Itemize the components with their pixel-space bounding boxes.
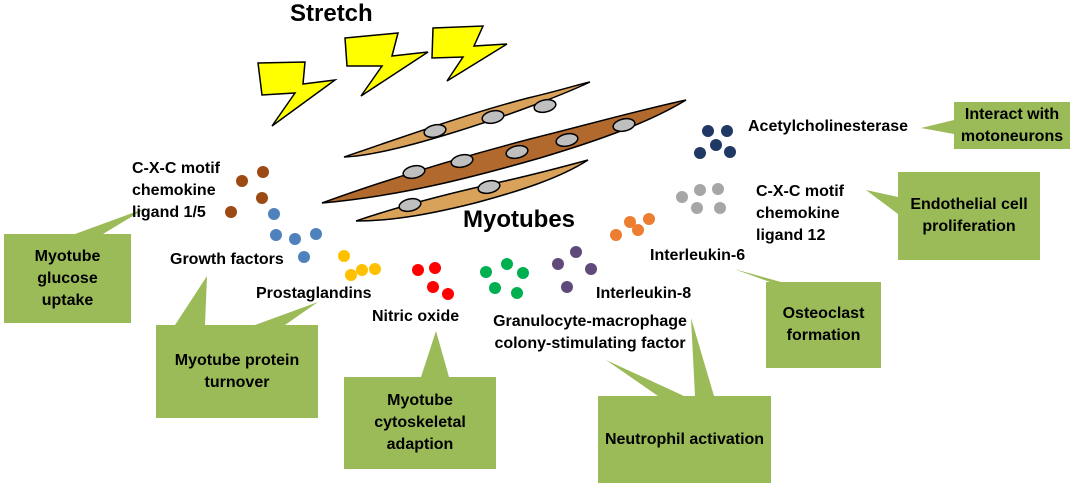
protein-turnover-box <box>156 276 318 418</box>
osteoclast-box <box>734 269 881 368</box>
prostaglandin-dot <box>338 250 350 262</box>
motoneurons-box <box>921 102 1070 149</box>
il6-dot <box>610 229 622 241</box>
cxcl15-dot <box>225 206 237 218</box>
ache-dot <box>721 125 733 137</box>
myotube-nuclei <box>398 98 636 213</box>
gmcsf-dot <box>480 266 492 278</box>
nucleus <box>402 164 426 180</box>
nucleus <box>423 123 447 139</box>
prostaglandin-dots <box>338 250 381 281</box>
cxcl12-dot <box>676 191 688 203</box>
nitric-oxide-dot <box>429 262 441 274</box>
cxcl12-dot <box>712 183 724 195</box>
prostaglandin-dot <box>345 269 357 281</box>
neutrophil-text: Neutrophil activation <box>604 430 765 448</box>
growth-factor-dot <box>270 229 282 241</box>
il8-label: Interleukin-8 <box>596 285 692 302</box>
ache-label: Acetylcholinesterase <box>748 118 909 135</box>
nucleus <box>555 132 579 148</box>
glucose-uptake-text: Myotube glucose uptake <box>34 247 101 309</box>
gmcsf-dot <box>501 258 513 270</box>
nucleus <box>398 197 422 213</box>
il6-dots <box>610 213 655 241</box>
nucleus <box>533 98 557 114</box>
growth-factor-dot <box>298 251 310 263</box>
effect-callouts <box>4 102 1070 483</box>
lightning-bolts <box>257 25 508 127</box>
cxcl12-dot <box>714 202 726 214</box>
ache-dot <box>702 125 714 137</box>
endothelial-box <box>866 172 1040 260</box>
il8-dot <box>585 263 597 275</box>
il6-dot <box>643 213 655 225</box>
prostaglandins-label: Prostaglandins <box>256 285 372 302</box>
prostaglandin-dot <box>356 264 368 276</box>
lightning-bolt-right <box>431 25 508 82</box>
cxcl12-dot <box>691 202 703 214</box>
growth-factor-dot <box>310 228 322 240</box>
myotube-top <box>343 81 591 158</box>
cxcl12-dots <box>676 183 726 214</box>
ache-dot <box>724 146 736 158</box>
endothelial-text: Endothelial cell proliferation <box>910 196 1028 235</box>
il6-dot <box>624 216 636 228</box>
cxcl15-dot <box>236 175 248 187</box>
glucose-uptake-box <box>4 208 146 323</box>
il8-dots <box>552 246 597 293</box>
nucleus <box>612 117 636 133</box>
neutrophil-box <box>598 318 771 483</box>
cxcl15-dot <box>256 192 268 204</box>
nitric-oxide-dots <box>412 262 454 300</box>
osteoclast-text: Osteoclast formation <box>782 305 865 344</box>
cxcl12-label: C-X-C motif chemokine ligand 12 <box>756 183 844 244</box>
ache-dot <box>710 139 722 151</box>
nitric-oxide-label: Nitric oxide <box>372 308 460 325</box>
myotubes-illustration <box>321 81 687 222</box>
il8-dot <box>570 246 582 258</box>
gmcsf-dot <box>517 267 529 279</box>
cxcl15-dot <box>257 166 269 178</box>
cxcl15-label: C-X-C motif chemokine ligand 1/5 <box>132 160 220 221</box>
gmcsf-dots <box>480 258 529 299</box>
il8-dot <box>561 281 573 293</box>
myotubes-label: Myotubes <box>463 206 576 233</box>
il8-dot <box>552 258 564 270</box>
motoneurons-text: Interact with motoneurons <box>960 105 1064 145</box>
nucleus <box>505 144 529 160</box>
nucleus <box>481 109 505 125</box>
il6-label: Interleukin-6 <box>650 247 746 264</box>
growth-factor-dot <box>268 208 280 220</box>
ache-dot <box>694 147 706 159</box>
cxcl15-dots <box>225 166 269 218</box>
cytoskeletal-text: Myotube cytoskeletal adaption <box>374 392 466 453</box>
cytoskeletal-box <box>344 331 496 469</box>
protein-turnover-text: Myotube protein turnover <box>174 351 300 391</box>
nucleus <box>477 179 501 195</box>
prostaglandin-dot <box>369 263 381 275</box>
nitric-oxide-dot <box>412 264 424 276</box>
gmcsf-label: Granulocyte-macrophage colony-stimulatin… <box>493 313 687 352</box>
stretch-label: Stretch <box>290 0 373 27</box>
ache-dots <box>694 125 736 159</box>
il6-dot <box>632 224 644 236</box>
nitric-oxide-dot <box>442 288 454 300</box>
lightning-bolt-left <box>257 61 338 127</box>
nucleus <box>450 153 474 169</box>
nitric-oxide-dot <box>427 281 439 293</box>
growth-factor-dot <box>289 233 301 245</box>
growth-factor-dots <box>268 208 322 263</box>
lightning-bolt-middle <box>344 32 429 97</box>
gmcsf-dot <box>489 282 501 294</box>
growth-factors-label: Growth factors <box>170 251 284 268</box>
gmcsf-dot <box>511 287 523 299</box>
cxcl12-dot <box>694 184 706 196</box>
